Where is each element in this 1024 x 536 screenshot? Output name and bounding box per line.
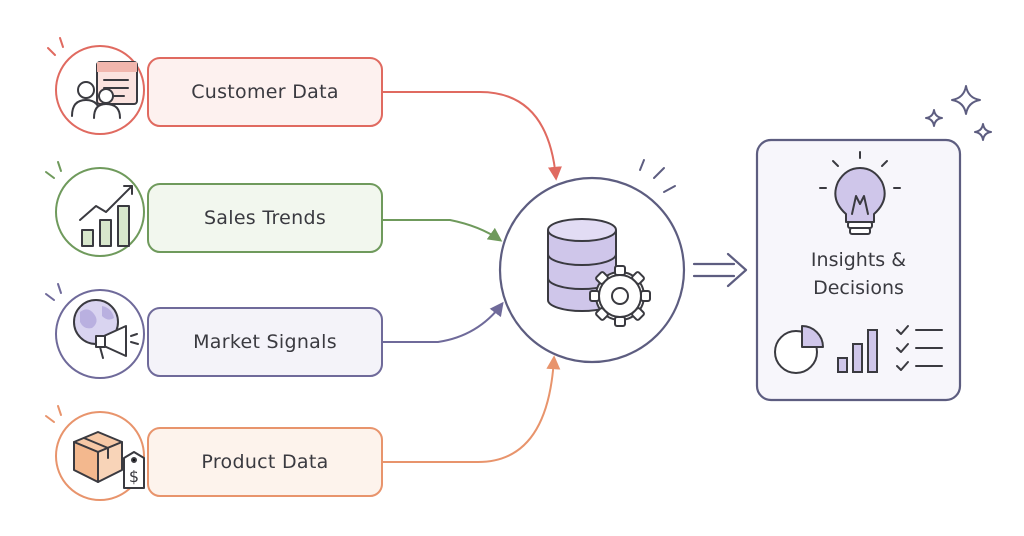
lightbulb-icon [819,151,901,235]
source-label-product-data: Product Data [201,451,329,473]
customer-data-icon [71,61,138,119]
bar-chart-icon [837,329,878,373]
connector-customer-data [382,91,562,181]
insights-title: Insights & Decisions [770,246,947,302]
output-arrow [692,252,748,288]
connector-sales-trends [382,219,503,242]
checklist-icon [896,325,943,371]
insights-title-line2: Decisions [813,277,904,299]
source-market-signals [45,283,383,379]
source-label-customer-data: Customer Data [191,81,339,103]
source-product-data: $ [45,405,383,501]
pie-chart-icon [774,325,824,374]
svg-text:$: $ [129,467,139,486]
source-label-sales-trends: Sales Trends [203,207,327,229]
processing-hub [498,159,686,364]
insights-title-line1: Insights & [810,249,907,271]
product-data-icon: $ [73,431,145,489]
connector-market-signals [382,301,504,343]
source-pill [147,183,383,253]
sparkle-icon [925,85,992,141]
sales-trends-icon [79,185,133,247]
source-customer-data [47,37,383,135]
insights-card [755,85,992,402]
source-sales-trends [45,161,383,257]
connector-product-data [382,355,561,463]
source-label-market-signals: Market Signals [193,331,337,353]
database-gear-icon [547,218,651,327]
market-signals-icon [73,299,139,359]
